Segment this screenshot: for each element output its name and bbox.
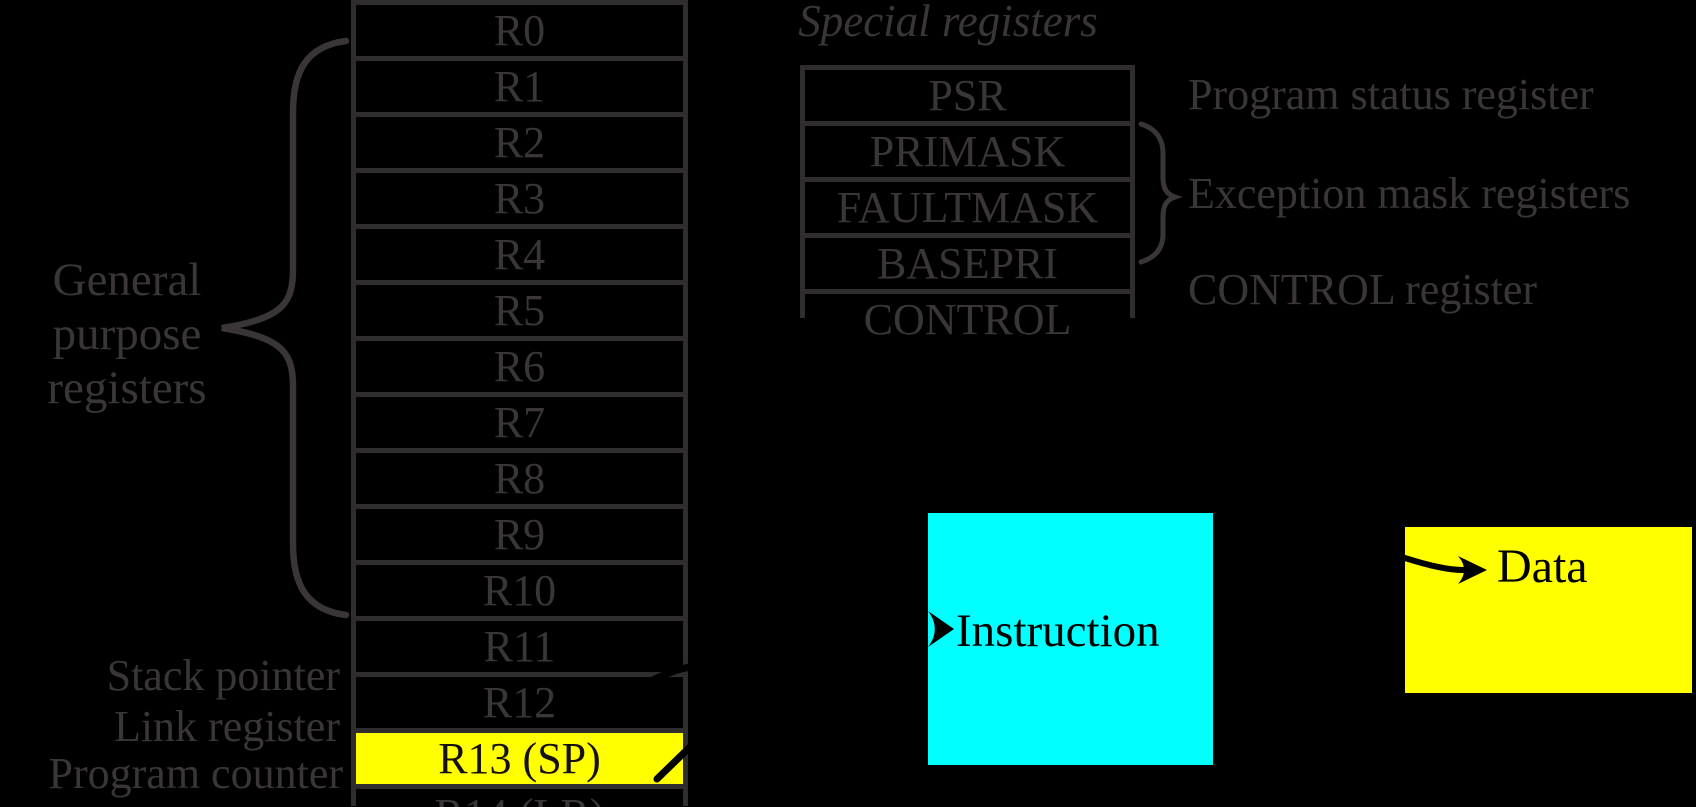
register-label: R0 <box>493 6 546 55</box>
special-registers-title: Special registers <box>798 0 1098 46</box>
register-label: R8 <box>493 454 546 503</box>
general-purpose-label-line2: purpose <box>52 308 202 360</box>
register-row-4: R4 <box>356 229 683 285</box>
special-registers-box: PSR PRIMASK FAULTMASK BASEPRI CONTROL <box>800 65 1135 345</box>
special-register-label: FAULTMASK <box>836 183 1099 232</box>
register-row-11: R11 <box>356 621 683 677</box>
register-label: R13 (SP) <box>438 734 601 783</box>
special-register-label: PSR <box>928 71 1007 120</box>
special-register-label: PRIMASK <box>869 127 1066 176</box>
program-status-register-label: Program status register <box>1188 70 1594 119</box>
register-row-1: R1 <box>356 61 683 117</box>
stack-pointer-label: Stack pointer <box>106 651 340 700</box>
general-purpose-label-line1: General <box>52 254 202 306</box>
register-label: R9 <box>493 510 546 559</box>
register-row-2: R2 <box>356 117 683 173</box>
general-purpose-label: General purpose registers <box>18 253 236 415</box>
register-label: R11 <box>483 622 556 671</box>
special-register-label: BASEPRI <box>877 239 1058 288</box>
special-register-row-1: PRIMASK <box>805 126 1130 182</box>
special-register-row-0: PSR <box>805 70 1130 126</box>
special-register-label: CONTROL <box>863 295 1072 344</box>
program-counter-label: Program counter <box>48 749 343 798</box>
register-label: R4 <box>493 230 546 279</box>
register-row-8: R8 <box>356 453 683 509</box>
exception-mask-registers-label: Exception mask registers <box>1188 169 1631 218</box>
register-row-9: R9 <box>356 509 683 565</box>
register-label: R7 <box>493 398 546 447</box>
exception-mask-brace <box>1138 121 1183 265</box>
register-label: R10 <box>482 566 557 615</box>
instruction-memory-box: Instruction <box>928 513 1213 765</box>
register-row-12: R12 <box>356 677 683 733</box>
special-register-row-3: BASEPRI <box>805 238 1130 294</box>
register-row-10: R10 <box>356 565 683 621</box>
data-memory-box: Data <box>1405 527 1692 693</box>
general-purpose-label-line3: registers <box>47 362 207 414</box>
register-row-5: R5 <box>356 285 683 341</box>
data-label: Data <box>1497 540 1588 593</box>
register-row-7: R7 <box>356 397 683 453</box>
register-row-0: R0 <box>356 5 683 61</box>
register-row-14: R14 (LR) <box>356 789 683 807</box>
register-row-6: R6 <box>356 341 683 397</box>
register-label: R6 <box>493 342 546 391</box>
register-label: R5 <box>493 286 546 335</box>
general-purpose-brace <box>221 37 350 619</box>
register-row-3: R3 <box>356 173 683 229</box>
register-row-13: R13 (SP) <box>356 733 683 789</box>
register-label: R3 <box>493 174 546 223</box>
register-label: R12 <box>482 678 557 727</box>
register-label: R14 (LR) <box>435 789 605 807</box>
control-register-label: CONTROL register <box>1188 265 1538 314</box>
instruction-label: Instruction <box>956 605 1160 657</box>
special-register-row-4: CONTROL <box>805 294 1130 345</box>
register-label: R2 <box>493 118 546 167</box>
register-label: R1 <box>493 62 546 111</box>
special-register-row-2: FAULTMASK <box>805 182 1130 238</box>
link-register-label: Link register <box>113 702 340 751</box>
